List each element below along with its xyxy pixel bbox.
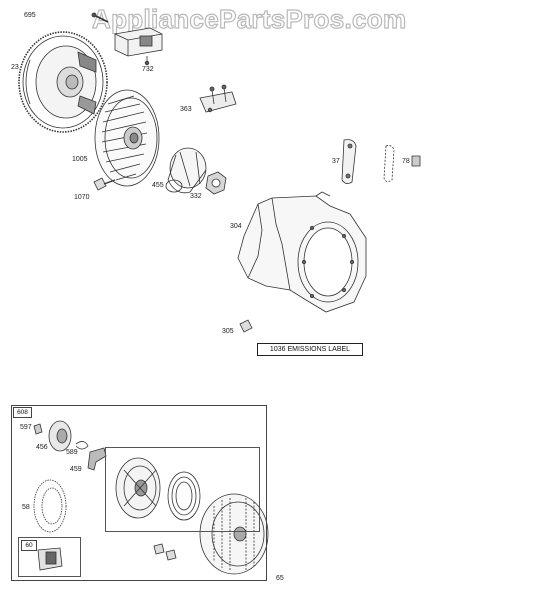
part-label-60: 60 [21,540,37,551]
part-label-23: 23 [11,64,19,71]
part-label-695: 695 [24,12,36,19]
part-label-459: 459 [70,466,82,473]
part-label-732: 732 [142,66,154,73]
gasket-illustration [383,145,421,182]
flywheel-illustration [18,31,108,133]
handle-illustration [37,547,63,571]
screw-illustration [239,319,253,333]
part-label-37: 37 [332,158,340,165]
part-label-363: 363 [180,106,192,113]
screws-illustration [153,543,177,561]
part-label-58: 58 [22,504,30,511]
pulley-subassembly-frame [105,447,260,532]
bracket-illustration [341,139,357,184]
part-label-78: 78 [402,158,410,165]
bolt-illustration [93,177,116,191]
part-label-589: 589 [66,449,78,456]
pulley-illustration [115,457,161,519]
pawl-illustration [87,447,107,471]
handle-kit-frame [18,537,81,577]
terminal-bracket-illustration [199,84,237,113]
fan-illustration [94,89,160,187]
starter-housing-illustration [199,493,269,575]
part-label-305: 305 [222,328,234,335]
emissions-label-callout: 1036 EMISSIONS LABEL [257,343,363,356]
rewind-starter-kit-frame [11,405,267,581]
ignition-module-illustration [114,27,163,66]
part-label-1005: 1005 [72,156,88,163]
part-label-456: 456 [36,444,48,451]
starter-cup-illustration [165,147,207,194]
blower-housing-illustration [237,191,367,313]
part-label-65: 65 [276,575,284,582]
part-label-304: 304 [230,223,242,230]
spring-illustration [75,441,89,450]
part-label-597: 597 [20,424,32,431]
part-label-455: 455 [152,182,164,189]
rope-illustration [33,479,67,533]
nut-illustration [205,171,227,195]
pawl-plate-illustration [33,420,72,452]
part-label-1070: 1070 [74,194,90,201]
screw-illustration [91,12,109,23]
part-label-332: 332 [190,193,202,200]
recoil-spring-illustration [167,471,201,521]
part-label-608: 608 [13,407,32,418]
